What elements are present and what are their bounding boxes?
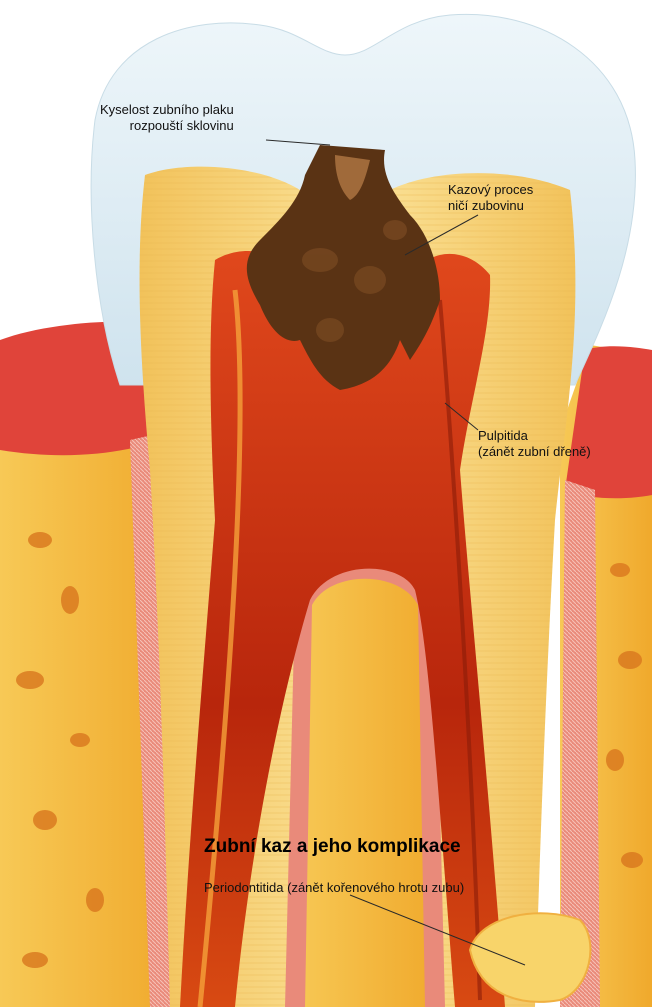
label-caries-line-2: ničí zubovinu bbox=[448, 198, 533, 214]
label-plaque-line-2: rozpouští sklovinu bbox=[100, 118, 234, 134]
label-pulpitis: Pulpitida (zánět zubní dřeně) bbox=[478, 428, 591, 460]
label-plaque-line-1: Kyselost zubního plaku bbox=[100, 102, 234, 118]
diagram-title: Zubní kaz a jeho komplikace bbox=[204, 836, 461, 858]
label-pulpitis-line-2: (zánět zubní dřeně) bbox=[478, 444, 591, 460]
inter-root-bone bbox=[290, 570, 440, 1007]
label-periodontitis: Periodontitida (zánět kořenového hrotu z… bbox=[204, 880, 464, 896]
label-pulpitis-line-1: Pulpitida bbox=[478, 428, 591, 444]
label-plaque-acidity: Kyselost zubního plaku rozpouští sklovin… bbox=[100, 102, 234, 134]
label-caries-line-1: Kazový proces bbox=[448, 182, 533, 198]
label-caries-process: Kazový proces ničí zubovinu bbox=[448, 182, 533, 214]
